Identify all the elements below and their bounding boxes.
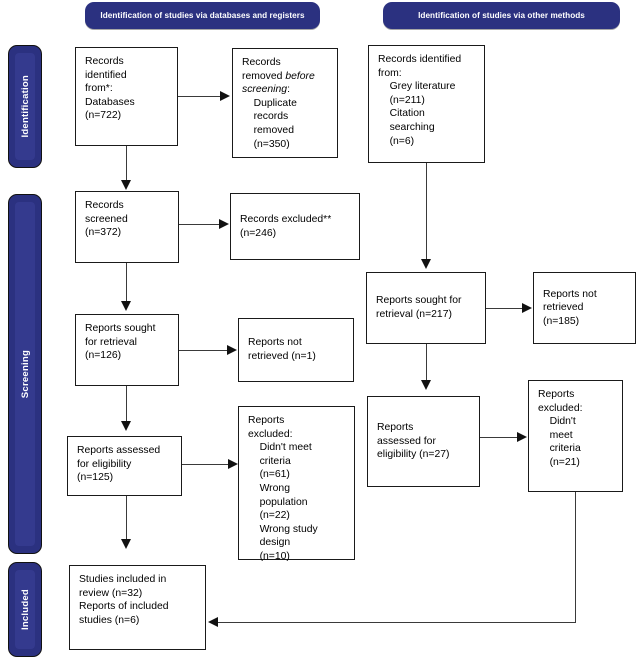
box-reports-excluded-left: Reports excluded: Didn't meet criteria (… xyxy=(238,406,355,562)
box-records-removed-before-screening: Records removed before screening: Duplic… xyxy=(232,48,338,158)
box-reports-excluded-left-text: Reports excluded: Didn't meet criteria (… xyxy=(248,415,318,562)
box-studies-included-text: Studies included in review (n=32) Report… xyxy=(79,574,169,626)
box-reports-sought-retrieval-right-text: Reports sought for retrieval (n=217) xyxy=(376,295,462,320)
connector-assessed-to-excluded-left xyxy=(182,464,230,466)
arrowhead-assessed-to-excluded-left xyxy=(228,459,238,469)
stage-bar-screening-inner xyxy=(15,202,35,546)
box-records-identified-other: Records identified from: Grey literature… xyxy=(368,45,485,163)
arrowhead-sought-to-assessed-left xyxy=(121,421,131,431)
box-reports-excluded-right: Reports excluded: Didn't meet criteria (… xyxy=(528,380,623,492)
connector-sought-to-not-retrieved-left xyxy=(179,350,229,352)
header-banner-databases: Identification of studies via databases … xyxy=(85,2,320,29)
box-records-identified-databases: Records identified from*: Databases (n=7… xyxy=(75,47,178,146)
box-records-identified-other-text: Records identified from: Grey literature… xyxy=(378,54,462,147)
arrowhead-sought-to-not-retrieved-left xyxy=(227,345,237,355)
header-banner-other-methods: Identification of studies via other meth… xyxy=(383,2,620,29)
box-reports-not-retrieved-left-text: Reports not retrieved (n=1) xyxy=(248,337,316,362)
arrowhead-screened-to-sought xyxy=(121,301,131,311)
box-reports-assessed-eligibility-left: Reports assessed for eligibility (n=125) xyxy=(67,436,182,496)
stage-bar-included-inner xyxy=(15,570,35,649)
box-reports-assessed-eligibility-left-text: Reports assessed for eligibility (n=125) xyxy=(77,445,161,484)
arrowhead-right-column-to-included xyxy=(208,617,218,627)
header-banner-databases-label: Identification of studies via databases … xyxy=(100,11,305,20)
connector-right-column-to-included-horizontal xyxy=(218,622,576,624)
arrowhead-assessed-to-excluded-right xyxy=(517,432,527,442)
stage-bar-screening: Screening xyxy=(8,194,42,554)
box-reports-excluded-right-text: Reports excluded: Didn't meet criteria (… xyxy=(538,389,583,468)
box-reports-sought-retrieval-left-text: Reports sought for retrieval (n=126) xyxy=(85,323,156,362)
box-records-removed-text-italic: before screening xyxy=(242,70,315,96)
connector-identified-other-to-sought-right xyxy=(426,163,428,261)
connector-sought-to-assessed-right xyxy=(426,344,428,382)
stage-bar-identification-inner xyxy=(15,53,35,160)
arrowhead-identified-other-to-sought-right xyxy=(421,259,431,269)
stage-bar-screening-label: Screening xyxy=(19,349,31,399)
box-records-screened-text: Records screened (n=372) xyxy=(85,200,128,239)
header-banner-other-methods-label: Identification of studies via other meth… xyxy=(418,11,585,20)
connector-identified-to-removed xyxy=(178,96,222,98)
stage-bar-included-label: Included xyxy=(19,588,31,631)
connector-screened-to-excluded xyxy=(179,224,221,226)
connector-right-column-to-included-vertical xyxy=(575,492,577,623)
stage-bar-included: Included xyxy=(8,562,42,657)
box-reports-assessed-eligibility-right: Reports assessed for eligibility (n=27) xyxy=(367,396,480,487)
arrowhead-sought-to-not-retrieved-right xyxy=(522,303,532,313)
box-reports-sought-retrieval-left: Reports sought for retrieval (n=126) xyxy=(75,314,179,386)
arrowhead-identified-to-screened xyxy=(121,180,131,190)
box-records-excluded-text: Records excluded** (n=246) xyxy=(240,213,332,239)
box-reports-sought-retrieval-right: Reports sought for retrieval (n=217) xyxy=(366,272,486,344)
box-reports-not-retrieved-right: Reports not retrieved (n=185) xyxy=(533,272,636,344)
arrowhead-screened-to-excluded xyxy=(219,219,229,229)
box-records-removed-text-pre: Records removed xyxy=(242,57,283,82)
connector-assessed-to-included xyxy=(126,496,128,541)
box-records-identified-databases-text: Records identified from*: Databases (n=7… xyxy=(85,56,135,122)
box-reports-assessed-eligibility-right-text: Reports assessed for eligibility (n=27) xyxy=(377,422,450,461)
connector-sought-to-not-retrieved-right xyxy=(486,308,524,310)
connector-screened-to-sought xyxy=(126,263,128,303)
arrowhead-identified-to-removed xyxy=(220,91,230,101)
connector-sought-to-assessed-left xyxy=(126,386,128,423)
box-records-screened: Records screened (n=372) xyxy=(75,191,179,263)
box-records-excluded: Records excluded** (n=246) xyxy=(230,193,360,260)
arrowhead-sought-to-assessed-right xyxy=(421,380,431,390)
connector-identified-to-screened xyxy=(126,146,128,182)
connector-assessed-to-excluded-right xyxy=(480,437,519,439)
box-reports-not-retrieved-right-text: Reports not retrieved (n=185) xyxy=(543,288,597,327)
box-records-removed-text-post: : Duplicate records removed (n=350) xyxy=(253,84,297,150)
box-studies-included: Studies included in review (n=32) Report… xyxy=(69,565,206,650)
arrowhead-assessed-to-included xyxy=(121,539,131,549)
stage-bar-identification: Identification xyxy=(8,45,42,168)
stage-bar-identification-label: Identification xyxy=(19,75,31,138)
box-reports-not-retrieved-left: Reports not retrieved (n=1) xyxy=(238,318,354,382)
